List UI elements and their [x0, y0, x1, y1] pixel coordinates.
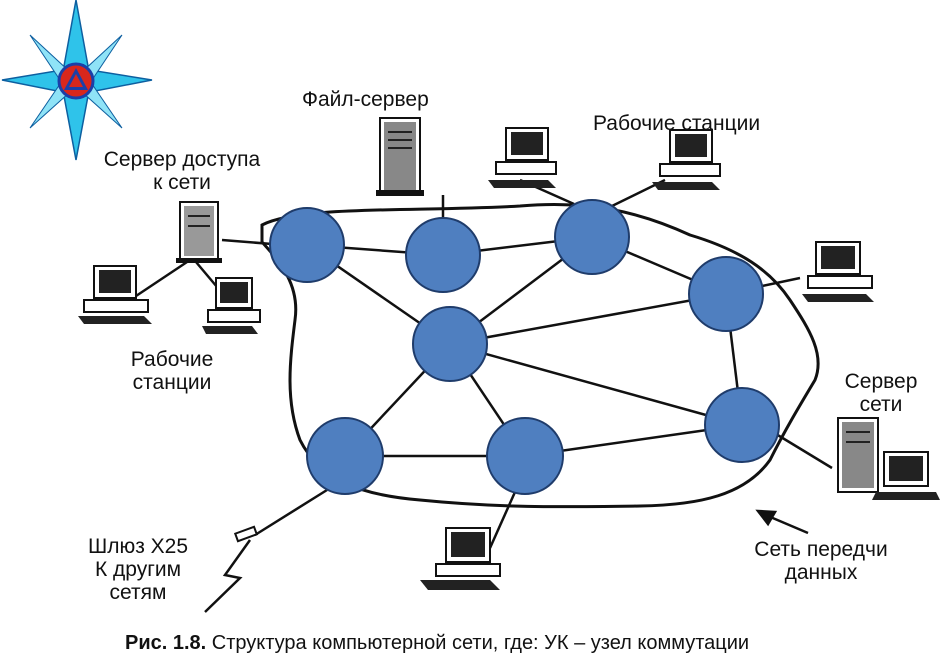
- caption-prefix: Рис. 1.8.: [125, 632, 207, 654]
- label-gateway-line2: К другим: [94, 558, 182, 581]
- file-server-icon: [376, 117, 424, 196]
- label-access-server-line2: к сети: [153, 171, 211, 194]
- switching-nodes: [269, 199, 780, 495]
- figure-caption: Рис. 1.8. Структура компьютерной сети, г…: [125, 632, 749, 655]
- workstation-icon: [78, 265, 152, 324]
- switch-node: [688, 256, 764, 332]
- label-gateway: Шлюз X25 К другим сетям: [78, 535, 198, 604]
- label-access-server-line1: Сервер доступа: [103, 148, 261, 171]
- label-data-network-line2: данных: [784, 561, 858, 584]
- emergency-emblem-icon: [1, 0, 153, 161]
- workstation-icon: [652, 129, 721, 190]
- network-server-icon: [837, 417, 940, 500]
- label-network-server-line2: сети: [859, 393, 903, 416]
- label-network-server-line1: Сервер: [844, 370, 918, 393]
- switch-node: [306, 417, 384, 495]
- data-network-arrow-icon: [755, 509, 809, 535]
- label-data-network-line1: Сеть передчи: [754, 538, 888, 561]
- label-gateway-line1: Шлюз X25: [87, 535, 189, 558]
- switch-node: [269, 207, 345, 283]
- access-server-icon: [176, 201, 222, 263]
- workstation-icon: [802, 241, 874, 302]
- switch-node: [405, 217, 481, 293]
- switch-node: [704, 387, 780, 463]
- label-workstations-left-line2: станции: [132, 371, 212, 394]
- label-network-server: Сервер сети: [826, 370, 936, 416]
- switch-node: [486, 417, 564, 495]
- label-access-server: Сервер доступа к сети: [92, 148, 272, 194]
- label-file-server: Файл-сервер: [302, 88, 429, 111]
- label-workstations-left-line1: Рабочие: [130, 348, 214, 371]
- workstation-icon: [420, 527, 501, 590]
- gateway-icon: [233, 525, 259, 543]
- switch-node: [554, 199, 630, 275]
- label-data-network: Сеть передчи данных: [726, 538, 916, 584]
- label-workstations-top: Рабочие станции: [593, 112, 761, 135]
- switch-node: [412, 306, 488, 382]
- label-gateway-line3: сетям: [109, 581, 167, 604]
- workstation-icon: [488, 127, 557, 188]
- caption-text: Структура компьютерной сети, где: УК – у…: [206, 632, 750, 654]
- workstation-icon: [202, 277, 261, 334]
- label-workstations-left: Рабочие станции: [112, 348, 232, 394]
